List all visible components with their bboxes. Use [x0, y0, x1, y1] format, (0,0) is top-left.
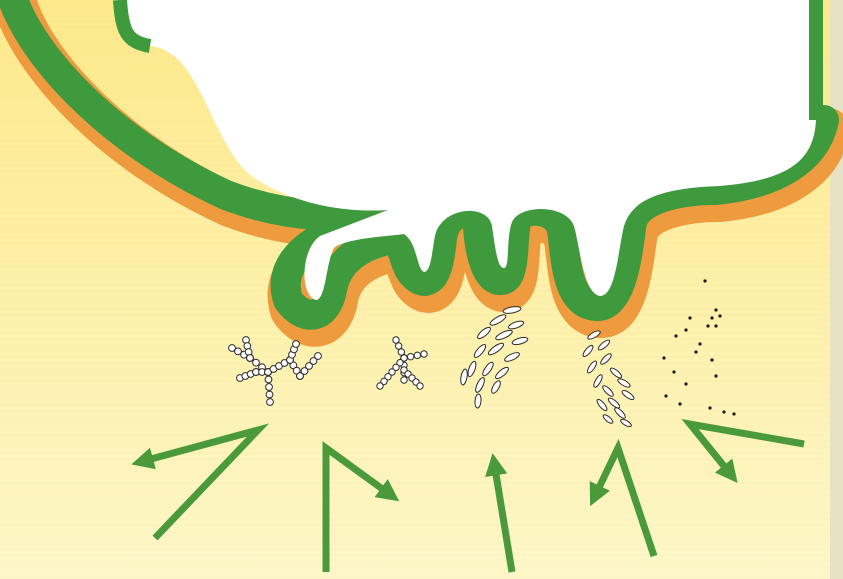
page-edge [830, 0, 843, 579]
